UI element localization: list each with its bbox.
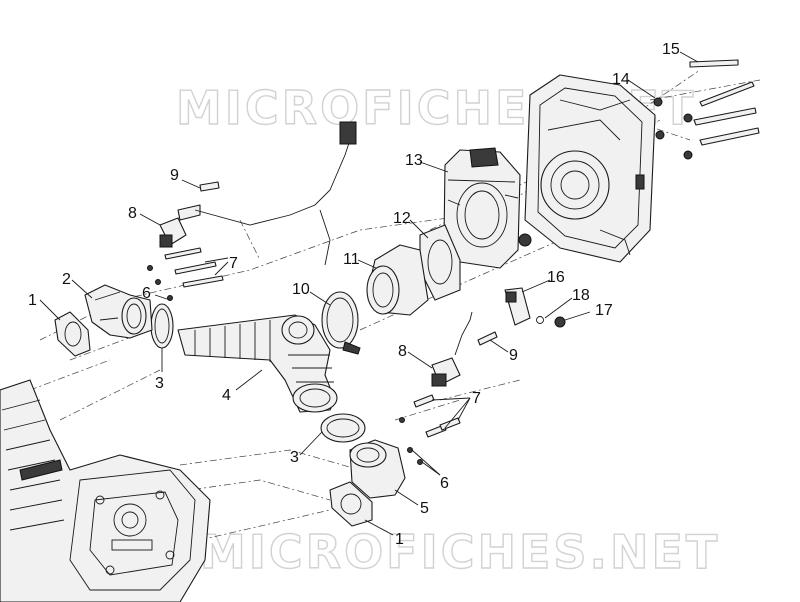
screw-9-upper: [199, 181, 220, 192]
callout-3-lower: 3: [290, 449, 299, 466]
washers-14: [653, 97, 693, 160]
callout-15: 15: [662, 41, 680, 58]
callout-11: 11: [343, 251, 360, 268]
callout-16: 16: [547, 269, 565, 286]
callout-14: 14: [612, 71, 630, 88]
sensor-16: [504, 287, 531, 326]
gasket-1-lower: [329, 481, 373, 527]
washer-18: [536, 316, 544, 324]
callout-7-lower: 7: [472, 390, 481, 407]
cylinder-head: [0, 379, 211, 602]
gasket-1-left: [54, 311, 91, 357]
callout-3-left: 3: [155, 375, 164, 392]
callout-7-upper: 7: [229, 255, 238, 272]
airbox: [524, 74, 656, 263]
callout-1-left: 1: [28, 292, 37, 309]
callout-4: 4: [222, 387, 231, 404]
hose-clamp-10: [321, 291, 361, 355]
hose-clamp-3-left: [150, 303, 174, 349]
intake-manifold-5: [349, 439, 406, 499]
watermark-bottom: MICROFICHES.NET: [200, 525, 720, 579]
callout-8-lower: 8: [398, 343, 407, 360]
screws-15: [689, 59, 760, 146]
intake-adapter-11: [366, 244, 429, 316]
callout-13: 13: [405, 152, 423, 169]
callout-1-lower: 1: [395, 531, 404, 548]
screw-17: [554, 316, 566, 328]
callout-leaders: [39, 51, 699, 536]
callout-17: 17: [595, 302, 613, 319]
screw-9-lower: [477, 331, 498, 346]
callout-18: 18: [572, 287, 590, 304]
callout-10: 10: [292, 281, 310, 298]
hose-clamp-3-lower: [320, 413, 366, 443]
throttle-body: [443, 147, 532, 269]
injector-8-upper: [159, 204, 201, 248]
callout-6-lower: 6: [440, 475, 449, 492]
callout-5: 5: [420, 500, 429, 517]
screws-7-upper: [147, 247, 224, 301]
callout-8-upper: 8: [128, 205, 137, 222]
intake-duct-4: [177, 314, 338, 413]
callout-6-upper: 6: [142, 285, 151, 302]
callout-9-lower: 9: [509, 347, 518, 364]
callout-9-upper: 9: [170, 167, 179, 184]
callout-labels: 1 2 3 4 6 7 8 9 10 11 12 13 14 15 16 17 …: [28, 41, 680, 548]
callout-2: 2: [62, 271, 71, 288]
screws-7-lower: [399, 394, 461, 465]
injector-8-lower: [431, 311, 473, 387]
intake-manifold-2: [84, 284, 153, 339]
fuel-hose: [194, 121, 357, 266]
callout-12: 12: [393, 210, 411, 227]
